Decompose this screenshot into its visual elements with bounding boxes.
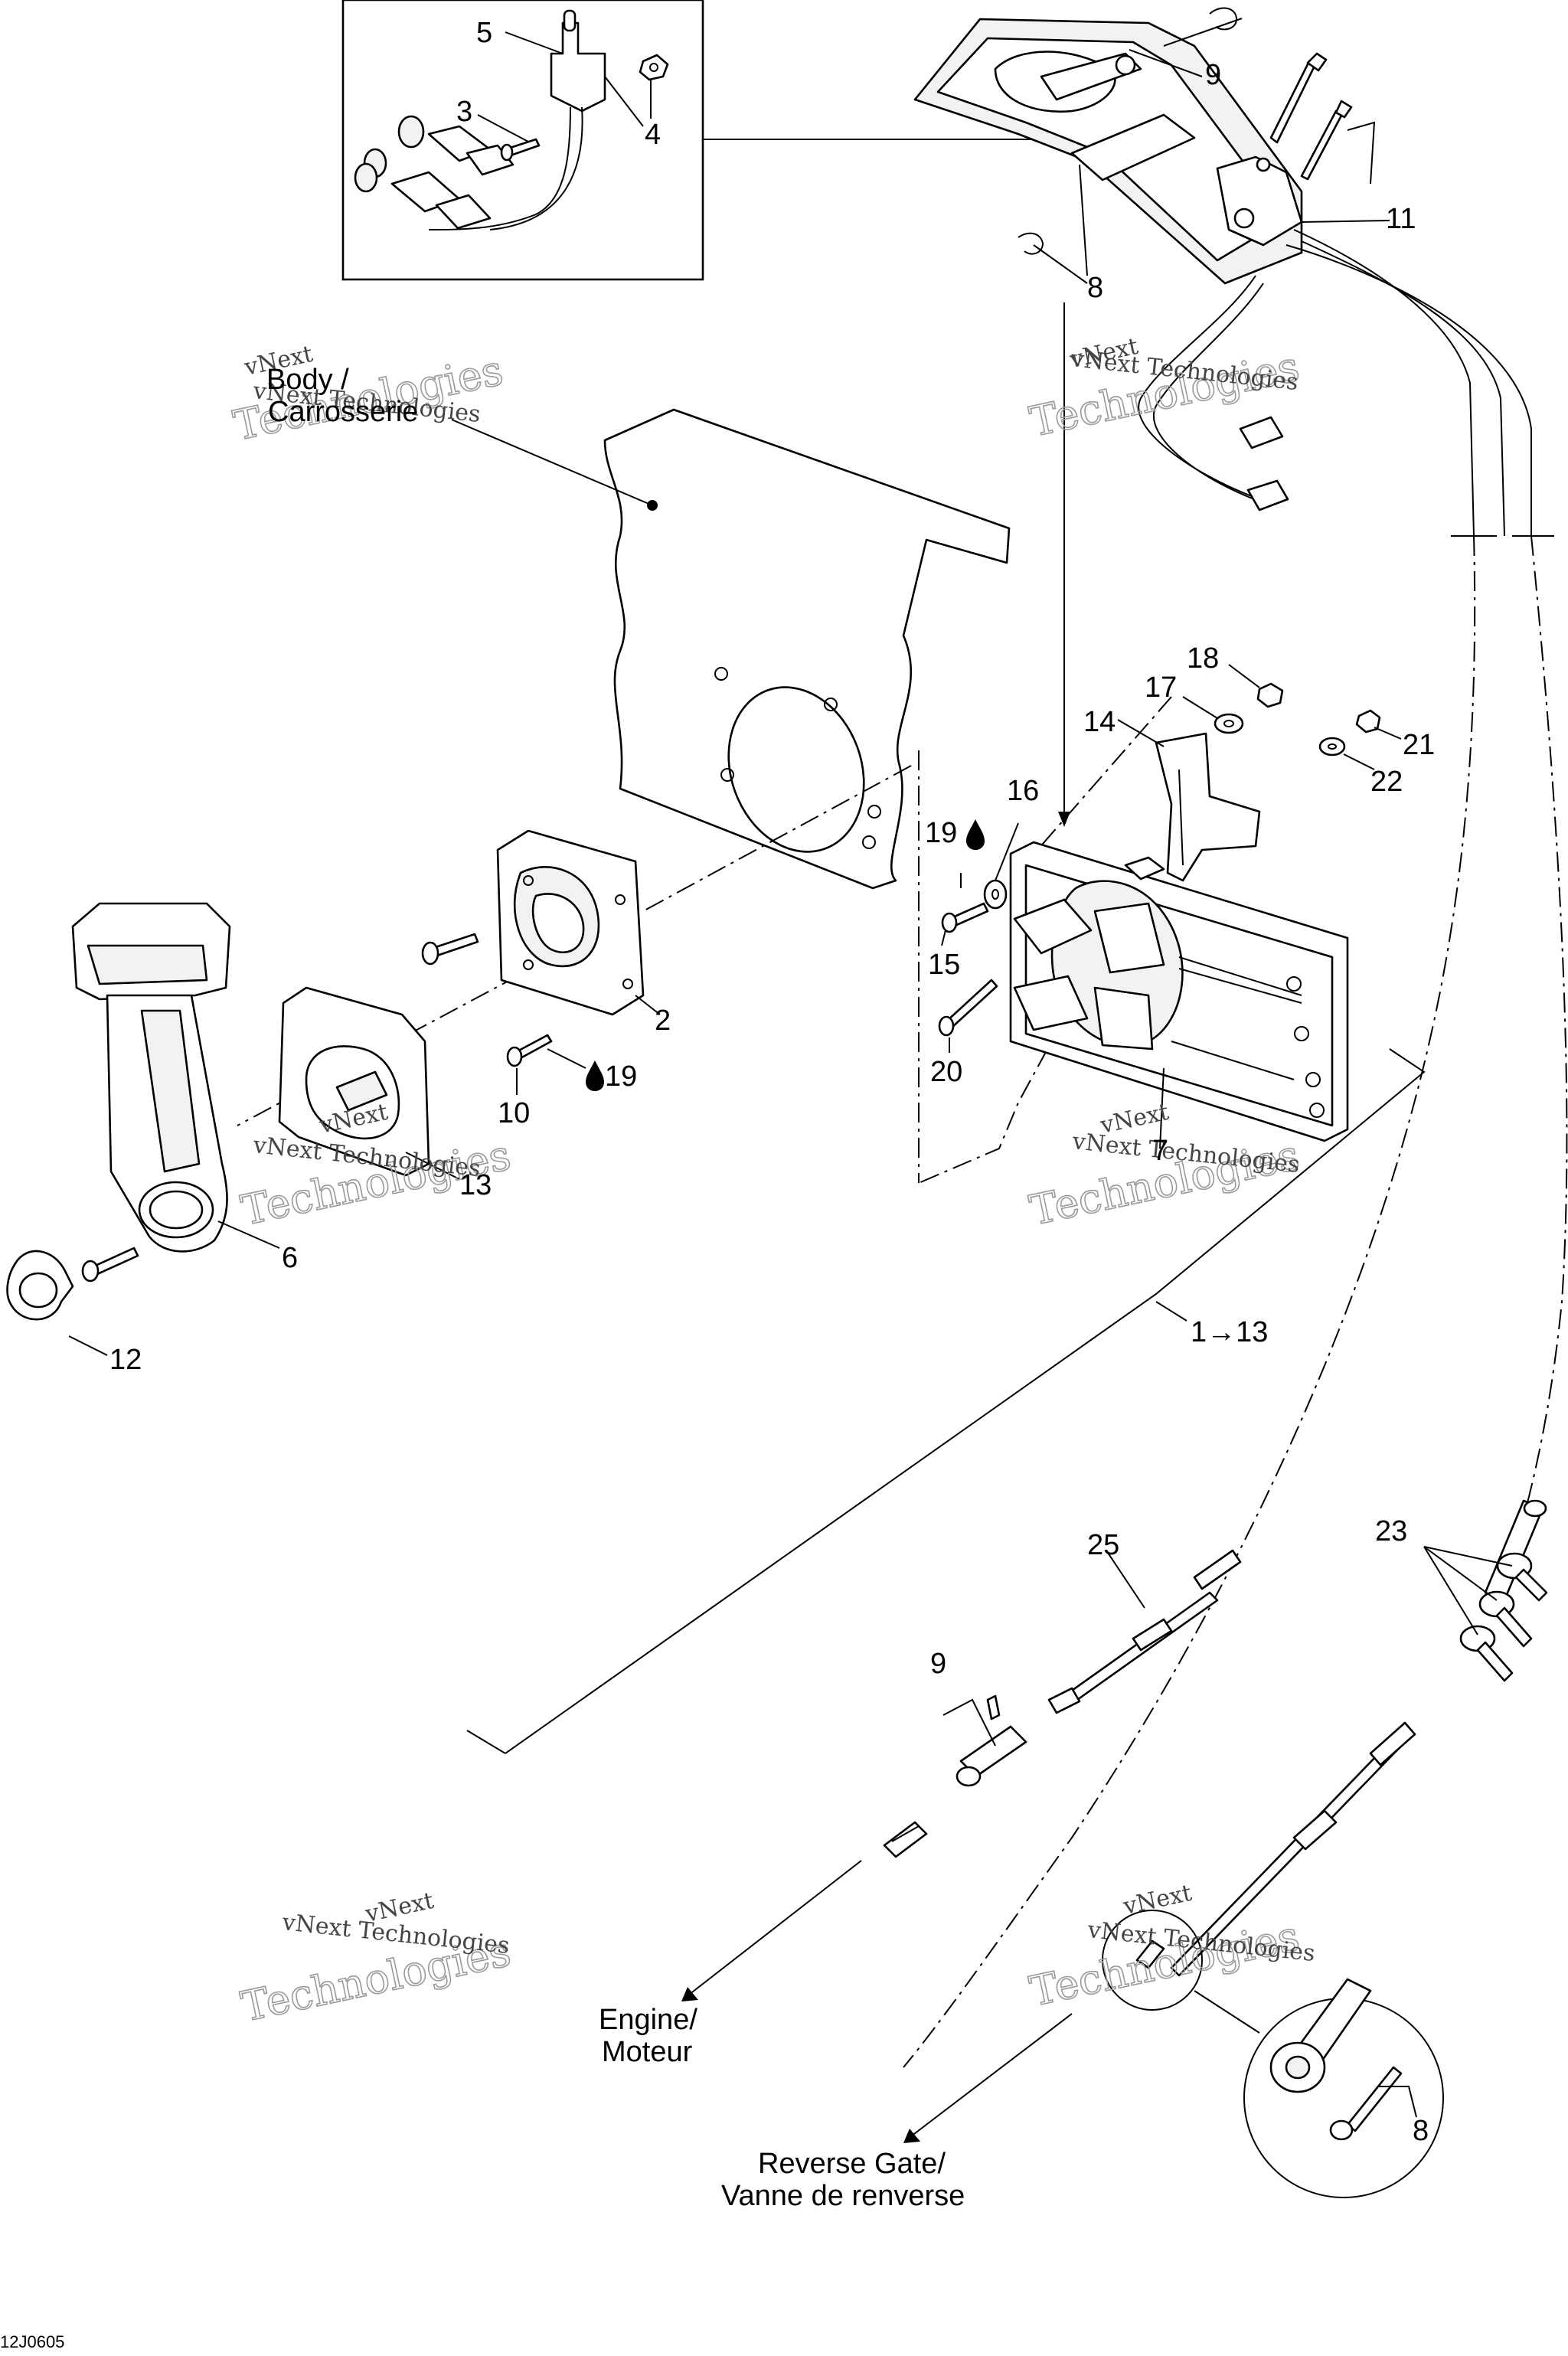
connector-upper <box>397 115 514 176</box>
drop-icon-left <box>586 1060 604 1091</box>
clevis-9 <box>942 1694 1027 1787</box>
washer-17-nut-18 <box>1182 664 1284 734</box>
screw-left-upper <box>421 933 479 966</box>
callout-13: 13 <box>459 1169 492 1201</box>
callout-25: 25 <box>1087 1529 1119 1561</box>
nut-4 <box>639 54 669 81</box>
watermark-2: Technologies vNext vNext Technologies <box>1025 333 1304 447</box>
connector-lower <box>354 148 492 230</box>
callout-10: 10 <box>498 1097 530 1129</box>
body-panel <box>451 408 1011 890</box>
housing-2 <box>496 829 661 1016</box>
callout-14: 14 <box>1083 706 1116 738</box>
drop-icon-right <box>966 819 985 850</box>
caption-engine-line1: Engine/ <box>599 2004 697 2036</box>
callout-8-top: 8 <box>1087 272 1103 304</box>
callout-19-right: 19 <box>925 817 957 849</box>
pin-clip <box>883 1821 928 1858</box>
cable-25 <box>1047 1549 1242 1714</box>
callout-2: 2 <box>655 1005 671 1037</box>
washer-22-nut-21 <box>1318 709 1402 770</box>
washer-16 <box>983 822 1019 910</box>
callout-17: 17 <box>1145 672 1177 704</box>
engine-arrow <box>681 1860 862 2001</box>
callout-22: 22 <box>1370 766 1403 798</box>
screw-3 <box>500 138 541 162</box>
caption-engine-line2: Moteur <box>602 2036 693 2068</box>
callout-9-mid: 9 <box>930 1648 946 1680</box>
screw-15 <box>941 873 989 946</box>
reverse-gate-cable <box>903 1721 1444 2198</box>
watermark-6: Technologies vNext vNext Technologies <box>1025 1880 1316 2017</box>
screw-20 <box>938 979 998 1053</box>
control-housing-assembly <box>913 7 1532 827</box>
callout-18: 18 <box>1187 642 1219 675</box>
callout-labels: 5 3 4 9 11 8 18 17 14 21 22 16 19 15 20 … <box>109 17 1435 2147</box>
callout-11: 11 <box>1386 203 1416 235</box>
cables-right <box>903 535 1568 2068</box>
callout-6: 6 <box>282 1242 298 1274</box>
ring-12 <box>6 1250 108 1356</box>
callout-19-left: 19 <box>605 1060 637 1093</box>
lever-handle-6 <box>71 902 280 1253</box>
callout-1-13: 1→13 <box>1191 1316 1268 1348</box>
caption-body-line1: Body / <box>266 364 349 396</box>
callout-21: 21 <box>1403 729 1435 761</box>
callout-12: 12 <box>109 1344 142 1376</box>
caption-reverse-line2: Vanne de renverse <box>721 2180 965 2212</box>
caption-body-line2: Carrosserie <box>268 396 418 428</box>
switch-inset <box>341 0 1078 281</box>
callout-7: 7 <box>1152 1135 1168 1167</box>
callout-16: 16 <box>1007 775 1039 807</box>
callout-15: 15 <box>928 949 960 981</box>
caption-reverse-line1: Reverse Gate/ <box>758 2148 946 2180</box>
shift-plate-assembly-7 <box>1009 841 1349 1149</box>
cable-clamps-23 <box>1423 1499 1548 1682</box>
reference-code: 12J0605 <box>0 2332 64 2351</box>
callout-9-top: 9 <box>1205 59 1221 91</box>
screw-10 <box>506 1034 586 1095</box>
svg-text:vNext: vNext <box>1120 1880 1194 1920</box>
cover-13 <box>278 986 460 1180</box>
bracket-14 <box>1117 719 1261 882</box>
watermark-5: Technologies vNext vNext Technologies <box>237 1887 515 2032</box>
callout-4: 4 <box>645 119 661 151</box>
callout-8-bottom: 8 <box>1413 2115 1429 2147</box>
callout-23: 23 <box>1375 1515 1407 1547</box>
callout-3: 3 <box>456 96 472 128</box>
callout-20: 20 <box>930 1056 962 1088</box>
screw-lever <box>81 1247 139 1283</box>
captions: Body / Carrosserie Engine/ Moteur Revers… <box>266 364 965 2212</box>
group-leader-1-13 <box>466 1048 1426 1754</box>
callout-5: 5 <box>476 17 492 49</box>
